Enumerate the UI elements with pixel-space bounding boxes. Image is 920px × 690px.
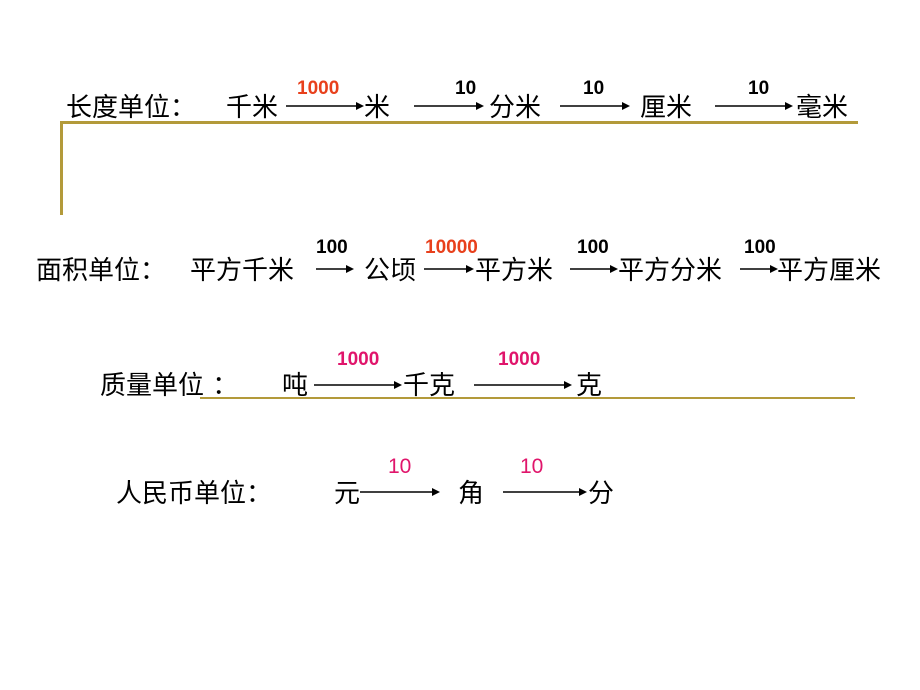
currency-unit-fen: 分 <box>588 479 615 509</box>
currency-unit-yuan: 元 <box>334 479 361 509</box>
length-unit-cm: 厘米 <box>640 93 693 123</box>
length-rate-4: 10 <box>748 78 770 99</box>
area-unit-sq-km: 平方千米 <box>190 256 295 286</box>
length-arrow-4 <box>715 102 793 110</box>
mass-label: 质量单位 ： <box>100 371 239 401</box>
left-accent-line <box>60 121 63 215</box>
currency-label: 人民币单位： <box>116 479 273 509</box>
area-rate-3: 100 <box>577 237 609 258</box>
mass-rate-1: 1000 <box>337 349 380 370</box>
area-rate-4: 100 <box>744 237 776 258</box>
currency-rate-1: 10 <box>388 455 412 478</box>
currency-unit-jiao: 角 <box>458 479 485 509</box>
area-rate-2: 10000 <box>425 237 478 258</box>
currency-arrow-2 <box>503 488 587 496</box>
length-rate-1: 1000 <box>297 78 340 99</box>
length-unit-m: 米 <box>364 93 391 123</box>
currency-rate-2: 10 <box>520 455 544 478</box>
length-label: 长度单位： <box>66 93 197 123</box>
length-arrow-2 <box>414 102 484 110</box>
top-accent-line <box>62 121 858 124</box>
mass-unit-kg: 千克 <box>403 371 456 401</box>
area-arrow-4 <box>740 265 778 273</box>
area-arrow-3 <box>570 265 618 273</box>
mass-arrow-2 <box>474 381 572 389</box>
mass-rate-2: 1000 <box>498 349 541 370</box>
length-rate-2: 10 <box>455 78 477 99</box>
area-unit-sq-dm: 平方分米 <box>618 256 723 286</box>
length-unit-km: 千米 <box>226 93 279 123</box>
length-unit-mm: 毫米 <box>796 93 849 123</box>
mass-arrow-1 <box>314 381 402 389</box>
length-unit-dm: 分米 <box>489 93 542 123</box>
mass-unit-g: 克 <box>576 371 603 401</box>
area-rate-1: 100 <box>316 237 348 258</box>
mass-unit-ton: 吨 <box>282 371 309 401</box>
mass-accent-line <box>200 397 855 399</box>
area-arrow-1 <box>316 265 354 273</box>
area-label: 面积单位： <box>36 256 167 286</box>
currency-arrow-1 <box>360 488 440 496</box>
length-arrow-1 <box>286 102 364 110</box>
length-arrow-3 <box>560 102 630 110</box>
area-unit-hectare: 公顷 <box>364 256 417 286</box>
area-arrow-2 <box>424 265 474 273</box>
length-rate-3: 10 <box>583 78 605 99</box>
area-unit-sq-cm: 平方厘米 <box>777 256 882 286</box>
area-unit-sq-m: 平方米 <box>475 256 554 286</box>
